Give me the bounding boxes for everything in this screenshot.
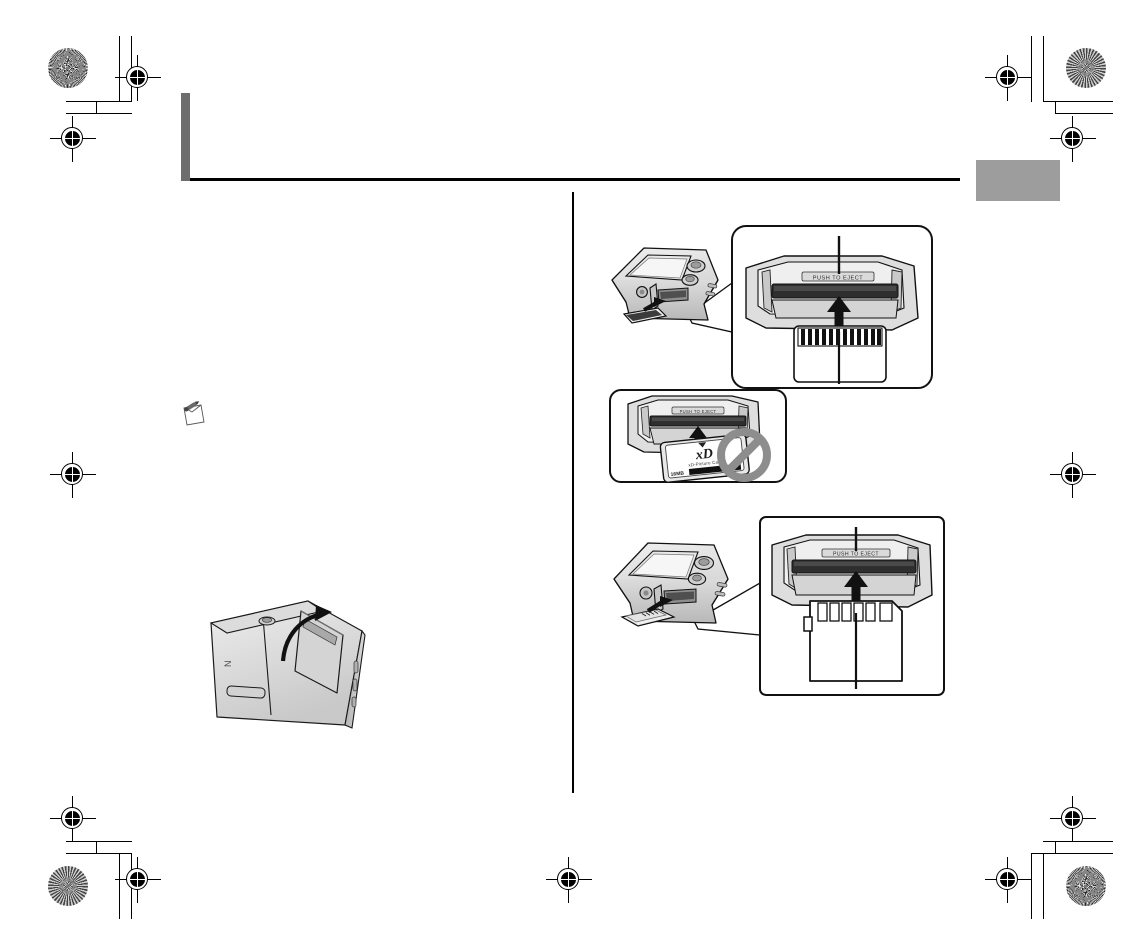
registration-mark-top-left-a [115, 55, 161, 101]
section-thumb-tab [976, 160, 1060, 201]
svg-text:PUSH TO EJECT: PUSH TO EJECT [680, 409, 717, 414]
xd-brand-text: xD-Picture Card [688, 459, 723, 468]
registration-mark-bottom-left-a [50, 796, 96, 842]
sd-card-insert-illustration: PUSH TO EJECT [596, 513, 948, 701]
star-target-icon-top-left [48, 48, 88, 88]
xd-card-wrong-orientation-illustration: PUSH TO EJECT xD xD-Picture Card 16MB [608, 388, 788, 484]
header-accent-bar [181, 93, 190, 181]
registration-mark-bottom-right-a [1050, 796, 1096, 842]
column-divider [572, 192, 574, 793]
registration-mark-bottom-center [546, 857, 592, 903]
xd-capacity-text: 16MB [670, 471, 684, 478]
note-icon [182, 400, 210, 426]
registration-mark-top-right-b [1050, 116, 1096, 162]
registration-mark-bottom-left-b [115, 857, 161, 903]
camera-cover-open-illustration: N [205, 595, 370, 735]
star-target-icon-bottom-right [1066, 866, 1106, 906]
registration-mark-mid-left [50, 452, 96, 498]
header-rule [190, 178, 960, 181]
svg-text:N: N [223, 661, 233, 668]
registration-mark-mid-right [1050, 452, 1096, 498]
xd-logo-text: xD [694, 446, 714, 463]
registration-mark-bottom-right-b [985, 857, 1031, 903]
xd-card-insert-illustration: PUSH TO EJECT [596, 222, 936, 392]
push-to-eject-label: PUSH TO EJECT [813, 275, 864, 281]
star-target-icon-top-right [1066, 48, 1106, 88]
registration-mark-top-right-a [985, 55, 1031, 101]
registration-mark-top-left-b [50, 116, 96, 162]
prohibition-icon [717, 428, 771, 482]
svg-text:PUSH TO EJECT: PUSH TO EJECT [833, 552, 879, 558]
star-target-icon-bottom-left [48, 866, 88, 906]
